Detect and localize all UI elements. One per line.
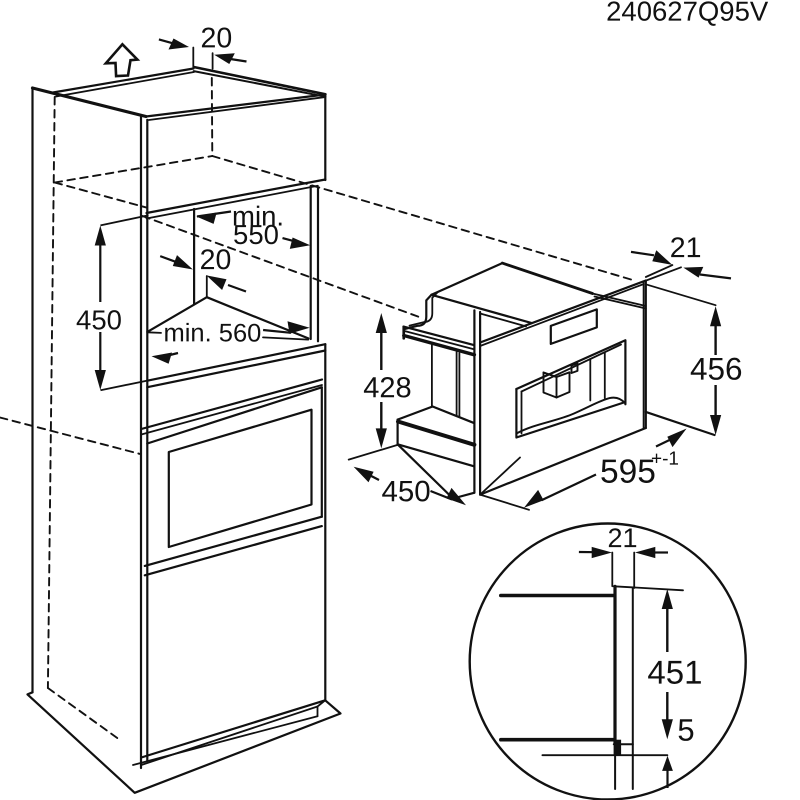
svg-text:450: 450 [76, 304, 122, 335]
svg-text:20: 20 [200, 244, 232, 276]
svg-text:21: 21 [607, 523, 637, 553]
svg-text:428: 428 [363, 372, 411, 404]
svg-text:456: 456 [690, 351, 743, 387]
svg-text:min. 560: min. 560 [164, 319, 262, 347]
svg-text:+-1: +-1 [651, 449, 679, 470]
svg-text:20: 20 [201, 22, 233, 54]
svg-text:595: 595 [600, 454, 656, 491]
svg-text:5: 5 [677, 713, 694, 748]
svg-text:451: 451 [647, 654, 702, 691]
svg-text:450: 450 [381, 475, 430, 508]
svg-text:550: 550 [233, 219, 279, 250]
svg-text:min.: min. [232, 200, 284, 231]
svg-text:240627Q95V: 240627Q95V [606, 0, 769, 27]
svg-text:21: 21 [670, 232, 702, 264]
